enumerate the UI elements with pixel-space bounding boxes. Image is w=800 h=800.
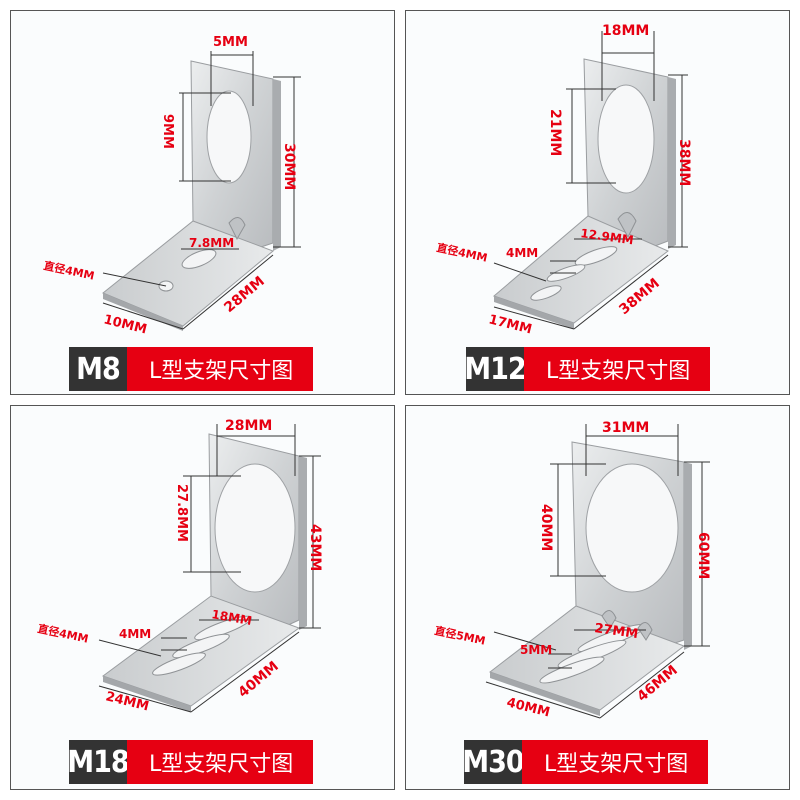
panel-m18: 28MM 27.8MM 43MM 18MM 4MM 直径4MM 24MM 40M… (10, 405, 395, 790)
label-bar-m8: M8 L型支架尺寸图 (69, 347, 313, 391)
bracket-diagram-m18: 28MM 27.8MM 43MM 18MM 4MM 直径4MM 24MM 40M… (36, 418, 323, 715)
panel-m8: 5MM 9MM 30MM 7.8MM 直径4MM 10MM 28MM M8 L型… (10, 10, 395, 395)
dim-slot-width: 4MM (506, 246, 538, 260)
dim-hole-height: 21MM (547, 109, 563, 156)
dim-hole-width: 28MM (225, 418, 272, 434)
dim-slot: 27MM (593, 621, 639, 642)
dim-diameter: 直径5MM (433, 623, 486, 647)
dim-height: 60MM (695, 532, 711, 579)
dim-slot-width: 4MM (119, 627, 151, 641)
panel-title: L型支架尺寸图 (127, 347, 313, 391)
bracket-diagram-m12: 18MM 21MM 38MM 12.9MM 4MM 直径4MM 17MM 38M… (435, 23, 692, 338)
dim-slot-width: 5MM (520, 643, 552, 657)
panel-m12: 18MM 21MM 38MM 12.9MM 4MM 直径4MM 17MM 38M… (405, 10, 790, 395)
panel-m30: 31MM 40MM 60MM 27MM 5MM 直径5MM 40MM 46MM … (405, 405, 790, 790)
dim-diameter: 直径4MM (435, 240, 488, 264)
dim-height: 38MM (676, 139, 692, 186)
dim-height: 43MM (307, 524, 323, 571)
panel-title: L型支架尺寸图 (127, 740, 313, 784)
model-badge: M18 (67, 740, 130, 784)
dim-diameter: 直径4MM (36, 621, 89, 645)
dim-diameter: 直径4MM (42, 258, 95, 282)
dim-hole-width: 31MM (602, 420, 649, 436)
model-badge: M8 (69, 347, 127, 391)
bracket-diagram-m8: 5MM 9MM 30MM 7.8MM 直径4MM 10MM 28MM (42, 35, 301, 338)
dim-slot: 7.8MM (189, 236, 234, 250)
panel-title: L型支架尺寸图 (524, 347, 710, 391)
dim-hole-height: 27.8MM (174, 484, 189, 542)
label-bar-m30: M30 L型支架尺寸图 (462, 740, 708, 784)
dim-hole-height: 40MM (538, 504, 554, 551)
dim-hole-height: 9MM (160, 114, 175, 149)
model-badge: M30 (462, 740, 525, 784)
dim-width: 40MM (505, 695, 551, 720)
label-bar-m12: M12 L型支架尺寸图 (464, 347, 710, 391)
label-bar-m18: M18 L型支架尺寸图 (67, 740, 313, 784)
bracket-diagram-m30: 31MM 40MM 60MM 27MM 5MM 直径5MM 40MM 46MM (433, 420, 711, 721)
dim-slot: 18MM (210, 607, 252, 628)
panel-title: L型支架尺寸图 (522, 740, 708, 784)
dim-hole-width: 18MM (602, 23, 649, 39)
model-badge: M12 (464, 347, 527, 391)
dim-hole-width: 5MM (213, 35, 248, 50)
dim-width: 10MM (102, 312, 148, 337)
dim-height: 30MM (281, 143, 297, 190)
